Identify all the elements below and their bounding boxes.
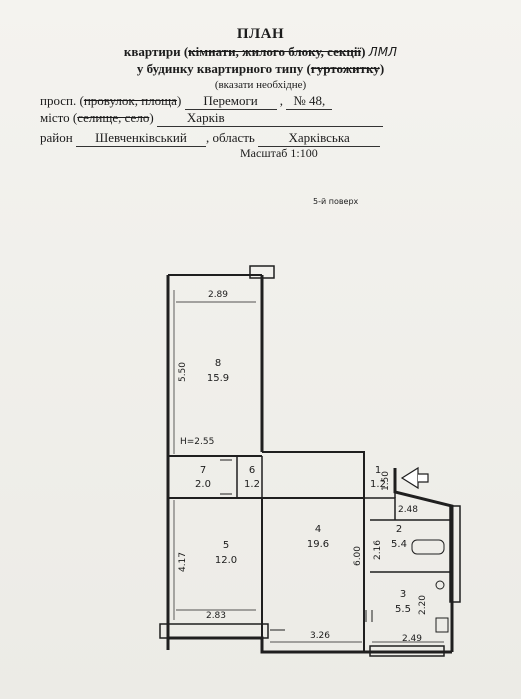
city-label: місто ( — [40, 110, 78, 125]
balcony-bottom-right — [369, 645, 445, 657]
dim-2-89: 2.89 — [208, 290, 228, 300]
region-value: Харківська — [258, 130, 381, 147]
balcony-bottom — [159, 623, 269, 639]
street-label: просп. ( — [40, 93, 84, 108]
room-8-number: 8 — [215, 358, 221, 369]
room-5-number: 5 — [223, 540, 229, 551]
partition — [364, 497, 396, 520]
street-row: просп. (провулок, площа) Перемоги , № 48… — [40, 93, 333, 110]
room-6-number: 6 — [249, 465, 255, 476]
handwritten-note: ЛМЛ — [368, 45, 398, 59]
sink-fixture — [435, 617, 449, 633]
city-row: місто (селище, село) Харків — [40, 110, 383, 127]
district-label: район — [40, 130, 73, 145]
region-label: , область — [205, 130, 255, 145]
plan-subtitle-line: квартири (кімнати, жилого блоку, секції)… — [0, 44, 521, 60]
plan-title: ПЛАН — [236, 26, 285, 42]
room-7-area: 2.0 — [195, 479, 211, 490]
street-label: ) — [176, 93, 182, 108]
dim-6-00: 6.00 — [353, 546, 363, 566]
street-struck: провулок, площа — [83, 93, 177, 108]
outer-wall — [393, 468, 454, 652]
dim-4-17: 4.17 — [178, 552, 188, 572]
room-3-number: 3 — [400, 589, 406, 600]
balcony-top — [249, 265, 275, 279]
ceiling-height: H=2.55 — [180, 437, 214, 447]
district-value: Шевченківський — [75, 130, 206, 147]
dim-2-83: 2.83 — [206, 611, 226, 621]
city-struck: селище, село — [77, 110, 150, 125]
dim-2-16: 2.16 — [373, 540, 383, 560]
room-4-area: 19.6 — [307, 539, 329, 550]
city-label: ) — [149, 110, 154, 125]
entry-arrow-icon — [400, 466, 429, 490]
room-4-number: 4 — [315, 524, 321, 535]
subtitle-text: ) — [361, 44, 366, 59]
dim-2-48: 2.48 — [398, 505, 418, 515]
house-value: № 48, — [286, 93, 333, 110]
door-mark — [220, 459, 232, 495]
district-row: район Шевченківський, область Харківська — [40, 130, 381, 147]
room-6-area: 1.2 — [244, 479, 260, 490]
balcony-right — [449, 505, 461, 603]
comma: , — [279, 93, 284, 108]
building-text: у будинку квартирного типу ( — [136, 61, 311, 76]
dim-2-20: 2.20 — [418, 595, 428, 615]
subtitle-struck-text: кімнати, жилого блоку, секції — [188, 44, 362, 59]
plan-hint: (вказати необхідне) — [214, 79, 307, 91]
room-2-number: 2 — [396, 524, 402, 535]
room-2-area: 5.4 — [391, 539, 407, 550]
dim-2-49: 2.49 — [402, 634, 422, 644]
floor-label: 5-й поверх — [313, 197, 359, 206]
dim-5-50: 5.50 — [178, 362, 188, 382]
scale-label: Масштаб 1:100 — [240, 146, 318, 160]
stove-fixture — [435, 580, 445, 590]
building-text: ) — [379, 61, 385, 76]
door-mark — [365, 610, 373, 622]
room-7-number: 7 — [200, 465, 206, 476]
room-1-number: 1 — [375, 465, 381, 476]
plan-mark — [400, 466, 419, 490]
plan-mark — [418, 473, 429, 483]
outer-wall — [262, 451, 365, 468]
street-value: Перемоги — [184, 93, 277, 110]
plan-building-line: у будинку квартирного типу (гуртожитку) — [0, 61, 521, 77]
building-struck-text: гуртожитку — [310, 61, 380, 76]
city-value: Харків — [156, 110, 383, 127]
room-1-area: 1.2 — [370, 479, 386, 490]
room-3-area: 5.5 — [395, 604, 411, 615]
dim-1-50: 1.50 — [381, 471, 391, 491]
subtitle-text: квартири ( — [123, 44, 189, 59]
bath-fixture — [411, 539, 445, 555]
dim-3-26: 3.26 — [310, 631, 330, 641]
room-5-area: 12.0 — [215, 555, 237, 566]
room-8-area: 15.9 — [207, 373, 229, 384]
